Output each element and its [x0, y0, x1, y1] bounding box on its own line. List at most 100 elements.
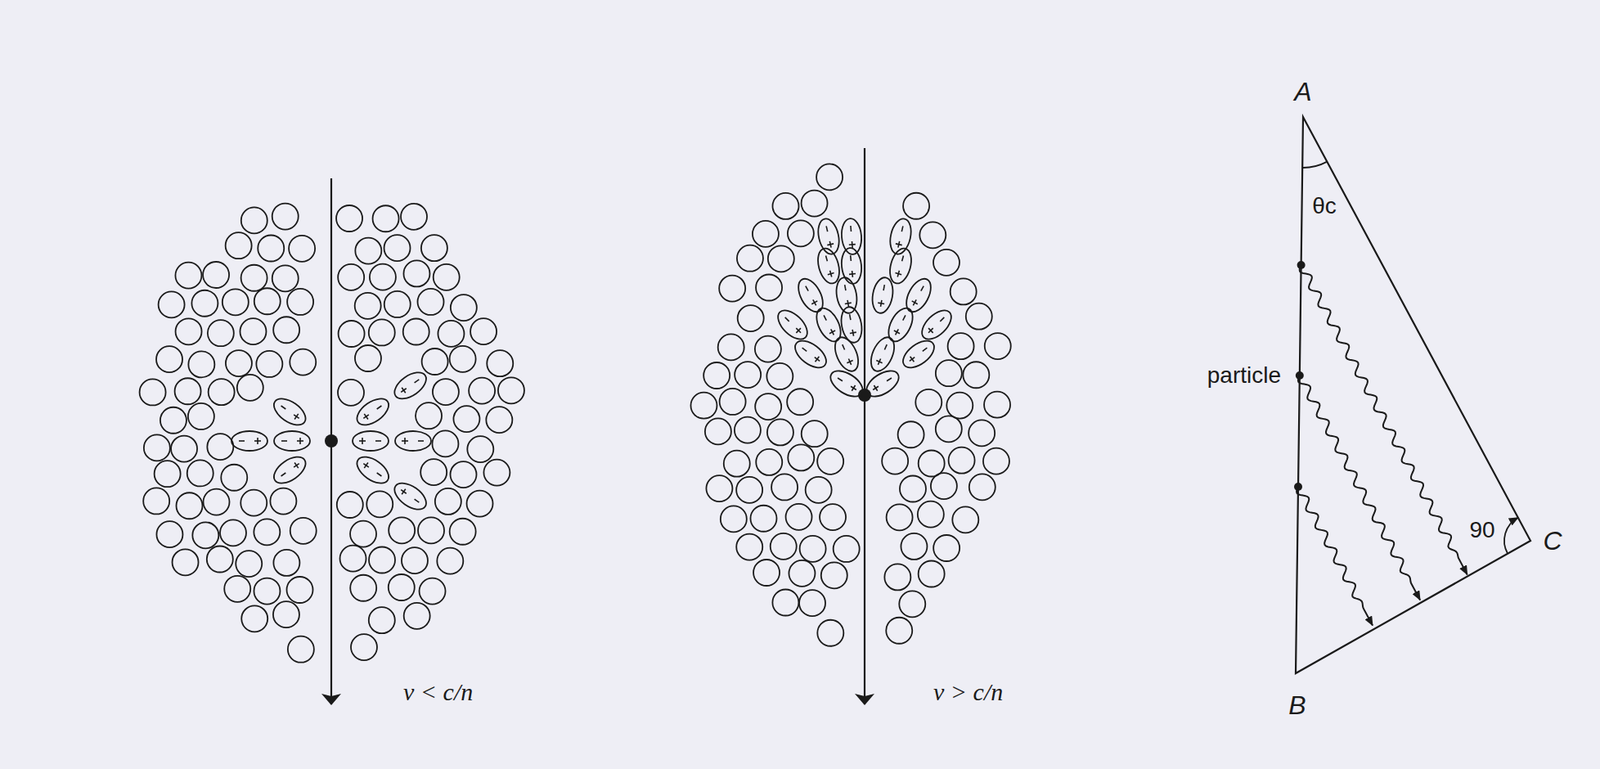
molecule [903, 193, 930, 220]
molecule [498, 377, 525, 404]
polarized-molecule [886, 246, 916, 287]
molecule [723, 450, 751, 477]
molecule [241, 605, 268, 632]
molecule [355, 292, 382, 320]
molecule [273, 316, 300, 343]
molecule [771, 473, 798, 500]
molecule [368, 606, 396, 634]
molecule [403, 319, 430, 346]
polarized-molecule [231, 431, 268, 451]
molecule [833, 535, 860, 562]
molecule [884, 563, 911, 590]
speed-condition: v < c/n [403, 679, 473, 705]
molecule [753, 559, 780, 586]
polarized-molecule [916, 305, 957, 345]
molecule [770, 533, 797, 560]
molecule [768, 245, 795, 272]
molecule [486, 350, 513, 377]
molecule [968, 419, 995, 446]
molecule [337, 379, 365, 406]
molecule [962, 361, 989, 388]
molecule [188, 350, 215, 378]
angle-arc [1302, 161, 1327, 168]
molecule [690, 392, 717, 419]
polarized-molecule [898, 335, 940, 374]
geometry-label: θc [1312, 194, 1337, 218]
molecule [720, 505, 747, 532]
molecule [388, 574, 415, 601]
molecule [340, 545, 367, 572]
molecule [899, 475, 926, 502]
molecule [202, 261, 230, 288]
molecule [898, 421, 925, 448]
molecule [755, 274, 783, 302]
molecule [718, 333, 745, 360]
molecule [290, 517, 317, 544]
molecule [737, 305, 765, 332]
polarized-molecule [883, 304, 917, 346]
molecule [755, 336, 782, 363]
polarized-molecule [395, 431, 432, 451]
molecule [175, 492, 203, 519]
molecule [420, 458, 447, 486]
molecule [187, 459, 214, 486]
molecule [787, 444, 814, 471]
geometry-label: C [1542, 527, 1562, 554]
molecule [235, 550, 262, 577]
molecule [786, 388, 814, 415]
molecule [900, 533, 927, 560]
molecule [188, 403, 215, 430]
molecule [203, 489, 230, 516]
polarized-molecule [886, 216, 914, 257]
molecule [800, 535, 827, 562]
molecule [805, 476, 832, 504]
molecule [767, 418, 794, 445]
molecule [373, 205, 400, 232]
molecule [470, 318, 497, 345]
molecule [734, 417, 761, 444]
molecule [139, 378, 167, 405]
molecule [224, 575, 251, 603]
molecule [225, 350, 252, 377]
molecule [336, 205, 363, 232]
molecule [816, 163, 843, 190]
polarized-molecule [269, 393, 311, 431]
emission-point [1295, 371, 1304, 380]
molecule [143, 434, 171, 461]
molecule [881, 448, 908, 475]
molecule [950, 278, 977, 305]
polarized-molecule [838, 305, 865, 345]
molecule [388, 516, 415, 544]
molecule [948, 332, 975, 360]
particle-dot [324, 434, 338, 448]
molecule [719, 388, 747, 415]
polarized-molecule [869, 275, 895, 315]
emission-point [1297, 260, 1306, 270]
molecule [241, 206, 268, 234]
molecule [436, 548, 463, 575]
molecule [952, 506, 979, 533]
molecule [400, 203, 427, 230]
molecule [256, 350, 283, 378]
molecule [273, 549, 300, 576]
molecule [350, 633, 378, 661]
polarized-molecule [274, 431, 311, 451]
geometry-label: B [1288, 692, 1306, 719]
molecule [933, 249, 960, 276]
molecule [467, 490, 494, 517]
molecule [898, 590, 926, 617]
molecule [736, 476, 763, 504]
molecule [821, 561, 848, 589]
molecule [468, 377, 495, 405]
molecule [415, 402, 442, 429]
molecule [287, 576, 314, 603]
molecule [156, 521, 183, 548]
molecule [755, 393, 782, 420]
molecule [432, 378, 459, 405]
polarized-molecule [840, 247, 863, 285]
molecule [366, 490, 393, 517]
molecule [437, 320, 464, 347]
molecule [417, 288, 445, 315]
molecule [175, 262, 202, 289]
